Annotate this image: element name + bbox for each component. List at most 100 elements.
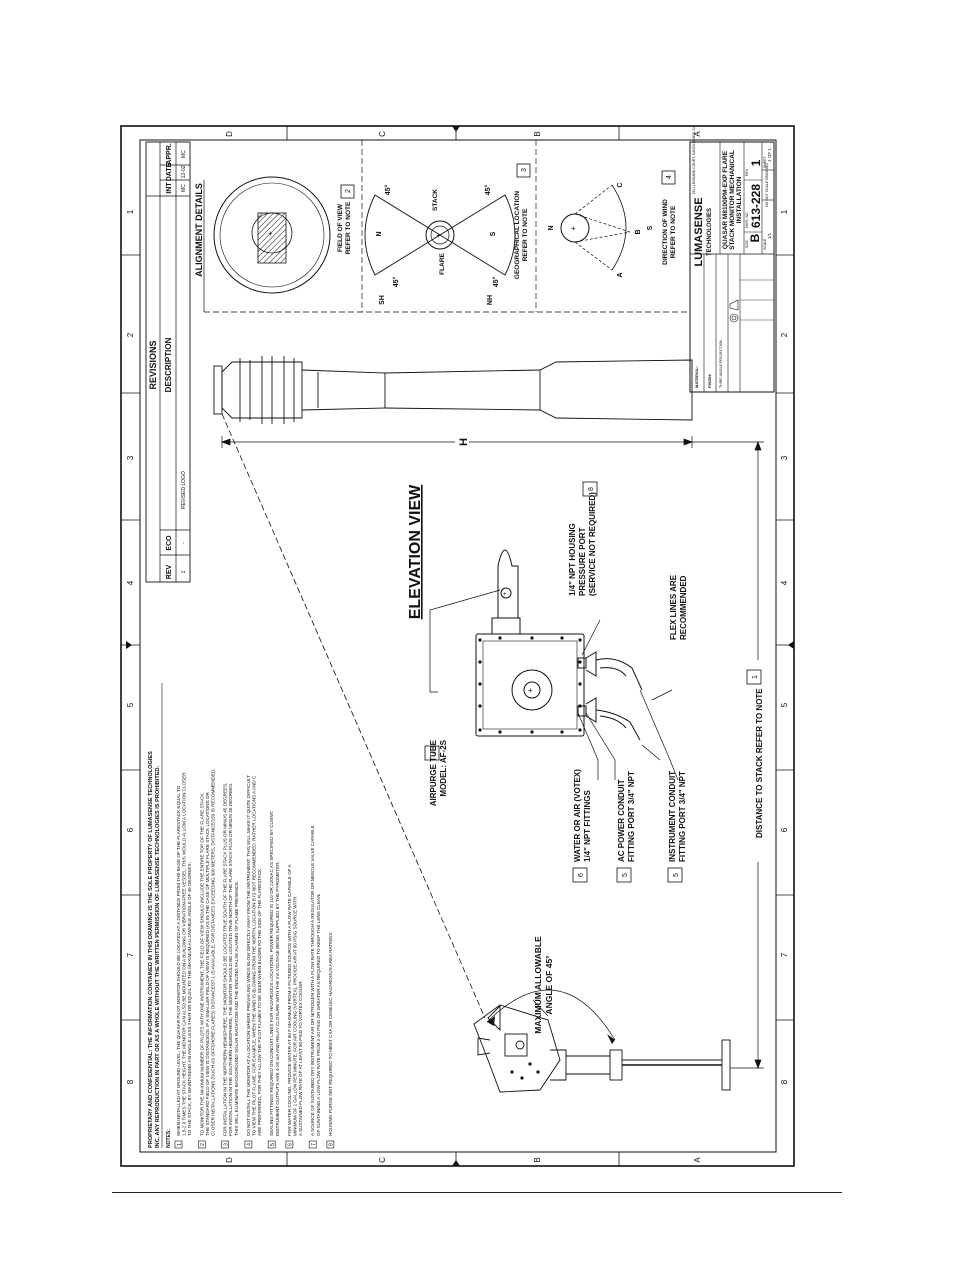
note-number-box [285, 1140, 294, 1149]
geo-45-4: 45° [492, 277, 500, 288]
airpurge-note-number: 7 [430, 751, 437, 755]
geo-sh: SH [379, 295, 386, 305]
mount-base [721, 1039, 731, 1091]
height-label: H [458, 438, 470, 446]
airpurge-tube [497, 549, 519, 618]
stack-upper-section [301, 369, 386, 411]
stack-tip-cap [213, 365, 223, 415]
flex-label-1: FLEX LINES ARE [669, 574, 678, 640]
geo-45-1: 45° [384, 185, 392, 196]
npt-note-number: 8 [588, 487, 595, 491]
scale-value: 1/1 [767, 232, 772, 239]
zone-number: 2 [126, 332, 135, 337]
proprietary-line-2: INC. ANY REPRODUCTION IN PART OR AS A WH… [155, 765, 161, 1148]
distance-note-number: 1 [752, 675, 759, 679]
elevation-title: ELEVATION VIEW [407, 484, 424, 619]
company-name: LUMASENSE [693, 197, 705, 266]
note-number-box [244, 1140, 253, 1149]
projection-symbol-icon [729, 299, 739, 323]
left-center-arrow [126, 641, 132, 649]
zone-number: 2 [780, 332, 789, 337]
notes-block: PROPRIETARY AND CONFIDENTIAL: THE INFORM… [148, 683, 335, 1149]
rev-value: 1 [749, 159, 763, 166]
zone-labels: D C B A D C B A 8 7 6 5 4 3 2 1 8 7 6 5 … [126, 131, 789, 1163]
wind-label-1: DIRECTION OF WIND [662, 199, 669, 265]
note-line: DO NOT INSTALL THE MONITOR AT A LOCATION… [246, 775, 251, 1136]
note-number: 5 [270, 1143, 276, 1146]
svg-text:+: + [571, 224, 576, 233]
revisions-table: REVISIONS REV ECO DESCRIPTION INT DATE A… [145, 141, 191, 583]
zone-number: 8 [126, 1079, 135, 1084]
geo-flare: FLARE [439, 253, 446, 275]
zone-number: 3 [126, 455, 135, 460]
distance-label: DISTANCE TO STACK REFER TO NOTE [755, 688, 764, 838]
fov-label-1: FIELD OF VIEW [337, 203, 344, 252]
fov-label-2: REFER TO NOTE [345, 201, 352, 254]
npt-housing-callout: 8 1/4" NPT HOUSING PRESSURE PORT (SERVIC… [568, 481, 598, 596]
note-line: SEALING FITTINGS REQUIRED ON CONDUIT LIN… [269, 811, 274, 1136]
wind-n: N [548, 225, 555, 230]
instrument-callout: 5 INSTRUMENT CONDUIT FITTING PORT 3/4" N… [667, 771, 687, 883]
airpurge-label-1: AIRPURGE TUBE [429, 739, 438, 806]
mount-arm [566, 1055, 610, 1075]
npt-label-2: PRESSURE PORT [578, 527, 587, 596]
fov-note-number: 2 [345, 189, 352, 193]
sheet-value: 1 OF 1 [767, 148, 772, 162]
dwg-label: DWG. NO. [745, 211, 749, 228]
housing-body [475, 633, 585, 737]
field-of-view-detail: + FIELD OF VIEW REFER TO NOTE 2 [213, 176, 355, 294]
zone-letter: C [378, 1157, 387, 1163]
drawing-title-3: INSTALLATION [736, 176, 743, 223]
note-line: MINIMUM OF 1 GALLON PER MINUTE. FOR AIR … [293, 897, 298, 1136]
note-line: THE STANDARD FIELD OF VIEW IS DISTANCE/2… [205, 791, 210, 1136]
wind-s: S [647, 225, 654, 230]
mount-bracket [550, 1049, 567, 1081]
note-line: FOR INSTALLATION IN THE SOUTHERN HEMISPH… [228, 783, 233, 1136]
sheet-label: SHEET [763, 155, 767, 168]
geo-stack: STACK [432, 189, 439, 211]
zone-number: 6 [126, 827, 135, 832]
geo-note-number: 3 [521, 168, 528, 172]
zone-number: 6 [780, 827, 789, 832]
wind-label-2: REFER TO NOTE [670, 205, 677, 258]
flex-lines-callout: FLEX LINES ARE RECOMMENDED [669, 574, 688, 640]
note-line: CLOSER INSTALLATIONS (SUCH AS OFFSHORE F… [211, 769, 216, 1137]
instrument-label-1: INSTRUMENT CONDUIT [668, 771, 677, 862]
water-note-number: 6 [578, 873, 585, 877]
note-number-box [308, 1140, 317, 1149]
projection-label: THIRD ANGLE PROJECTION [719, 339, 723, 388]
finish-label: FINISH: [707, 374, 712, 388]
zone-number: 7 [126, 952, 135, 957]
rev-header: REV [166, 564, 173, 579]
note-number-box [197, 1140, 206, 1149]
note-number-box [326, 1140, 335, 1149]
svg-text:+: + [436, 231, 441, 240]
svg-text:+: + [268, 229, 273, 238]
flex-label-2: RECOMMENDED [679, 575, 688, 640]
wind-b: B [635, 229, 642, 234]
zone-number: 4 [126, 580, 135, 585]
svg-text:+: + [503, 592, 507, 598]
appr-header: APPR. [166, 143, 173, 164]
zone-number: 1 [126, 209, 135, 214]
sight-line [221, 413, 486, 1019]
wind-note-number: 4 [666, 175, 673, 179]
proprietary-line-1: PROPRIETARY AND CONFIDENTIAL: THE INFORM… [148, 751, 154, 1148]
angle-arc [486, 989, 616, 1041]
inner-frame [139, 139, 777, 1153]
note-line: WHEN INSTALLED AT GROUND LEVEL, THE QUAS… [176, 785, 181, 1136]
note-number: 3 [223, 1143, 229, 1146]
date-header: DATE [166, 162, 173, 181]
revisions-title: REVISIONS [148, 340, 158, 389]
zone-number: 3 [780, 455, 789, 460]
wind-c: C [617, 182, 624, 187]
direction-of-wind-detail: + N S A B C DIRECTION OF WIND REFER TO N… [548, 170, 677, 278]
note-number: 2 [200, 1143, 206, 1146]
notes-heading: NOTES: [166, 1129, 172, 1148]
geo-45-3: 45° [392, 277, 400, 288]
company-name-2: TECHNOLOGIES [707, 208, 713, 256]
zone-ticks [121, 126, 794, 1166]
zone-number: 8 [780, 1079, 789, 1084]
note-line: A SUSTAINED FLOW RATE OF AT LEAST 90 PSI… [298, 980, 303, 1136]
